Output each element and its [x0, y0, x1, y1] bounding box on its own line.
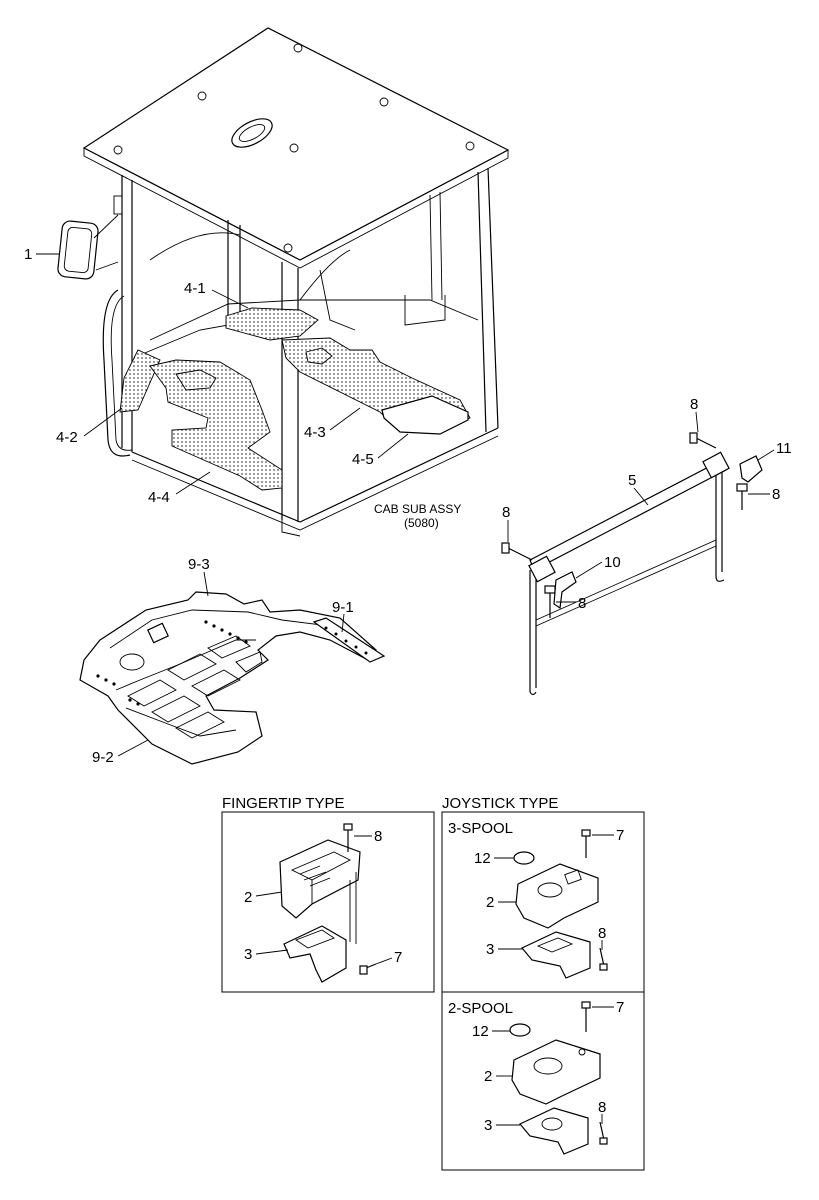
cab-sub-assy-code: (5080) — [404, 516, 439, 530]
fingertip-callout-7: 7 — [394, 949, 402, 966]
callout-9-2: 9-2 — [92, 749, 114, 766]
bolt-8-right — [736, 483, 748, 510]
floor-plate-9-3 — [79, 591, 377, 765]
spool-3-bolt-8 — [599, 947, 608, 971]
rear-view-mirror — [57, 195, 123, 280]
callout-4-5: 4-5 — [352, 451, 374, 468]
joystick-type-heading: JOYSTICK TYPE — [442, 795, 558, 812]
fingertip-callout-3: 3 — [244, 946, 252, 963]
cab-sub-assy-label: CAB SUB ASSY — [374, 502, 461, 516]
spool-2-label: 2-SPOOL — [448, 1000, 513, 1017]
bolt-8-left — [501, 542, 533, 561]
floor-plate-holes — [96, 620, 248, 706]
fingertip-type-panel: FINGERTIP TYPE 8 2 3 7 — [221, 795, 435, 993]
mat-4-1 — [225, 307, 319, 341]
floor-strip-9-1 — [312, 617, 386, 663]
spool-3-bracket-3 — [521, 931, 591, 979]
roof-hatch — [231, 118, 273, 148]
spool-3-callout-12: 12 — [474, 850, 491, 867]
fingertip-callout-2: 2 — [244, 889, 252, 906]
floor-plate-9-2-grid — [127, 635, 263, 739]
cab-base-frame — [131, 427, 499, 537]
fingertip-cover-2 — [279, 839, 361, 919]
callout-9-3: 9-3 — [188, 556, 210, 573]
guard-frame-assembly — [501, 432, 763, 696]
fingertip-bracket-3 — [283, 872, 357, 983]
cab-roof — [82, 27, 510, 261]
bracket-11 — [739, 455, 763, 483]
guard-callouts: 8 11 8 5 8 10 8 — [502, 396, 792, 612]
roof-bolts — [113, 43, 475, 253]
bracket-10 — [553, 571, 577, 610]
spool-3-cap-12 — [513, 851, 535, 865]
mat-4-2 — [119, 349, 161, 413]
spool-3-callout-8: 8 — [598, 925, 606, 942]
spool-2-cap-12 — [509, 1023, 531, 1037]
spool-2-bolt-7 — [581, 1001, 591, 1032]
spool-2-callout-8: 8 — [598, 1099, 606, 1116]
spool-2-cover-2 — [511, 1039, 601, 1105]
spool-3-callout-2: 2 — [486, 894, 494, 911]
callout-1: 1 — [24, 246, 32, 263]
floor-mats — [119, 307, 471, 491]
fingertip-type-frame — [221, 811, 435, 993]
callout-8-c: 8 — [502, 504, 510, 521]
spool-2-callout-7: 7 — [616, 999, 624, 1016]
callout-5: 5 — [628, 472, 636, 489]
spool-3-bolt-7 — [581, 829, 591, 858]
callout-8-d: 8 — [578, 595, 586, 612]
floor-strip-holes — [324, 626, 368, 655]
cab-roof-edge — [83, 147, 509, 269]
spool-3-callout-3: 3 — [486, 941, 494, 958]
callout-4-2: 4-2 — [56, 429, 78, 446]
callout-11: 11 — [776, 440, 792, 457]
cab-callouts: 1 4-1 4-2 4-3 4-4 4-5 CAB SUB ASSY (5080… — [24, 246, 461, 530]
callout-8-a: 8 — [690, 396, 698, 413]
spool-2-bracket-3 — [519, 1107, 589, 1155]
joystick-2-spool-frame — [441, 991, 645, 1171]
cab-assembly — [82, 27, 510, 537]
callout-8-b: 8 — [772, 486, 780, 503]
cab-interior — [139, 232, 479, 356]
callout-9-1: 9-1 — [332, 599, 354, 616]
mat-4-5 — [381, 395, 469, 435]
callout-10: 10 — [604, 554, 621, 571]
spool-3-cover-2 — [515, 863, 599, 929]
cab-handrail — [102, 289, 131, 457]
spool-3-label: 3-SPOOL — [448, 820, 513, 837]
mat-4-4 — [149, 359, 283, 491]
spool-2-bolt-8 — [599, 1121, 608, 1145]
floor-callouts: 9-3 9-1 9-2 — [92, 556, 354, 766]
fingertip-bolt-8 — [343, 823, 353, 852]
spool-3-callout-7: 7 — [616, 827, 624, 844]
spool-2-callout-12: 12 — [472, 1023, 489, 1040]
floor-plate-cutout — [119, 653, 145, 671]
callout-4-3: 4-3 — [304, 424, 326, 441]
joystick-type-panel: JOYSTICK TYPE 3-SPOOL 7 12 2 3 — [441, 795, 645, 1171]
fingertip-type-heading: FINGERTIP TYPE — [222, 795, 345, 812]
fingertip-bolt-7 — [359, 963, 377, 975]
fingertip-callout-8: 8 — [374, 828, 382, 845]
spool-2-callout-3: 3 — [484, 1117, 492, 1134]
bolt-8-top — [689, 432, 717, 449]
callout-4-1: 4-1 — [184, 280, 206, 297]
floor-plate-assembly — [79, 591, 386, 765]
bolt-8-mid — [544, 585, 556, 618]
spool-2-callout-2: 2 — [484, 1068, 492, 1085]
callout-4-4: 4-4 — [148, 489, 170, 506]
